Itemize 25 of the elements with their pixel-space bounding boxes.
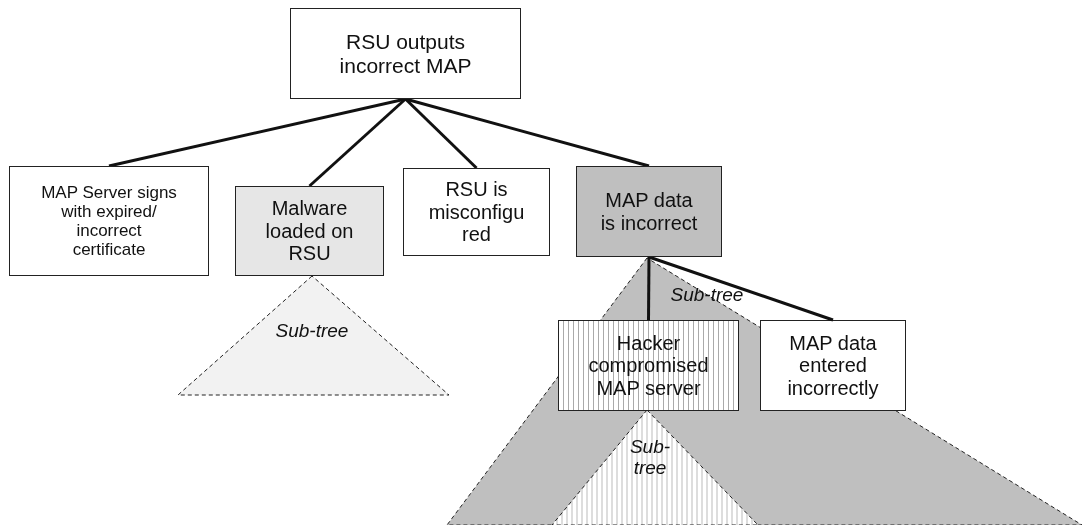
node-label: Sub-tree (274, 320, 350, 342)
event-box (403, 168, 550, 256)
connector-line (647, 257, 651, 320)
node-label: MAP data is incorrect (600, 189, 698, 234)
connector-line (308, 97, 407, 188)
node-label: MAP data entered incorrectly (786, 331, 880, 400)
node-label: Hacker compromised MAP server (587, 331, 710, 400)
event-box (9, 166, 209, 276)
event-box (760, 320, 906, 411)
node-label: Sub-tree (669, 284, 745, 306)
subtree-triangle (178, 276, 450, 396)
connector-line (108, 97, 406, 168)
subtree-triangle (446, 258, 1082, 525)
connector-line (648, 255, 834, 322)
event-box (235, 186, 384, 276)
node-label: RSU outputs incorrect MAP (338, 30, 473, 77)
event-box (558, 320, 739, 411)
connector-line (405, 97, 650, 168)
subtree-triangle (550, 410, 760, 525)
node-label: MAP Server signs with expired/ incorrect certificate (40, 182, 178, 260)
event-box (576, 166, 722, 257)
event-box (290, 8, 521, 99)
node-label: Sub- tree (628, 436, 672, 479)
node-label: Malware loaded on RSU (264, 197, 355, 265)
node-label: RSU is misconfigu red (427, 178, 526, 246)
